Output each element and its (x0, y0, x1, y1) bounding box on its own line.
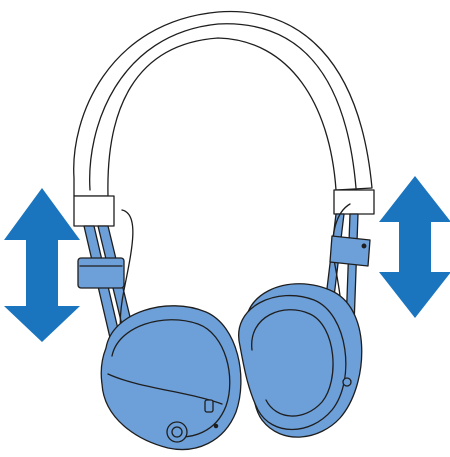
left-earcup-port-inner (172, 427, 182, 437)
left-double-arrow-icon (4, 188, 80, 342)
right-double-arrow-icon (379, 176, 450, 318)
left-slider-collar (78, 258, 124, 288)
headband (74, 12, 372, 196)
left-earcup-led (214, 424, 217, 427)
right-hinge-block (334, 190, 374, 214)
left-hinge-block (74, 196, 114, 226)
right-earcup-cushion (239, 296, 346, 430)
right-earcup-button (343, 378, 351, 386)
right-slider-collar (330, 236, 370, 266)
headphones-icon (74, 12, 374, 450)
right-collar-dot (362, 244, 366, 248)
left-earcup-switch (205, 400, 213, 412)
